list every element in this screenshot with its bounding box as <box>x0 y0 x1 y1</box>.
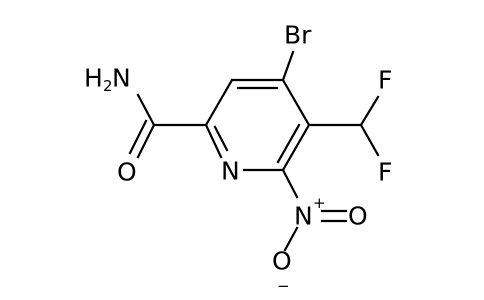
bond-n1-c2-inner <box>213 125 229 152</box>
bond-chf2-f-bottom <box>359 123 380 157</box>
bond-c5-c6 <box>281 123 311 172</box>
nitro-oxygen-charge: − <box>277 277 290 295</box>
bond-chf2-f-top <box>359 95 380 127</box>
bond-carbonyl-o-inner <box>128 119 148 155</box>
fluorine-top-label: F <box>378 66 392 95</box>
bond-c5-c6-inner <box>276 123 301 164</box>
bond-nitro-o-bottom <box>283 226 299 252</box>
atom-labels: H 2 N O Br N F F N + O O − <box>84 21 392 296</box>
fluorine-bottom-label: F <box>378 158 392 187</box>
ring-nitrogen-label: N <box>221 157 240 186</box>
bond-n1-c2 <box>204 123 223 159</box>
nitro-oxygen-bottom-label: O <box>272 247 292 276</box>
bond-c2-c3 <box>204 78 234 127</box>
bond-c4-br <box>281 50 295 82</box>
amide-n-label: N <box>112 64 131 93</box>
bond-carbonyl-nh2 <box>136 93 156 127</box>
bond-carbonyl-o <box>136 123 156 159</box>
nitro-oxygen-right-label: O <box>348 202 368 231</box>
bromine-label: Br <box>284 21 312 50</box>
amide-o-label: O <box>117 158 137 187</box>
nitro-nitrogen-label: N <box>294 202 313 231</box>
bond-c4-c5 <box>281 78 311 127</box>
nitro-nitrogen-charge: + <box>313 194 326 212</box>
bond-lines <box>128 50 380 252</box>
amide-h-label: H <box>84 64 103 93</box>
amide-h-subscript: 2 <box>103 77 113 95</box>
bond-c6-nitro <box>281 168 299 199</box>
